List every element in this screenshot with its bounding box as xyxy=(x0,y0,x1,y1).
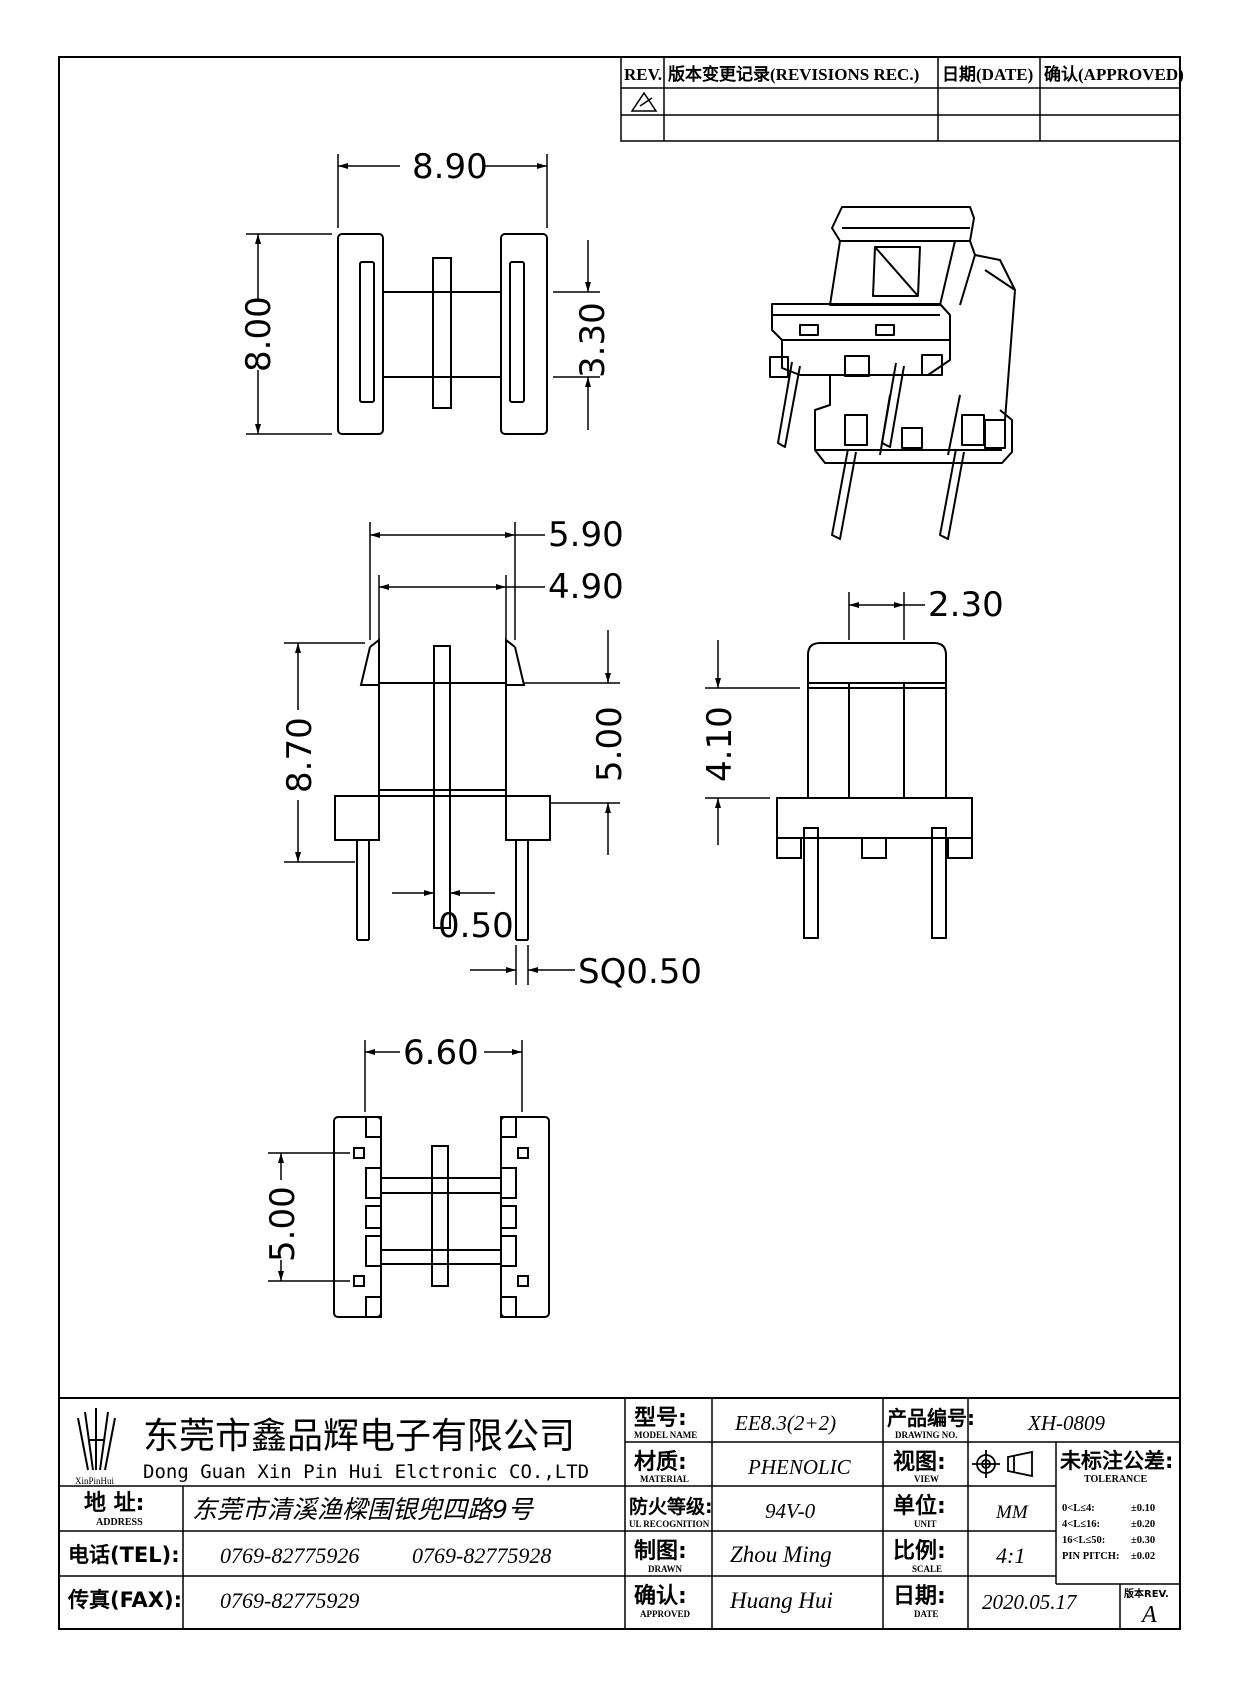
tolerance-range-4: PIN PITCH: xyxy=(1062,1551,1119,1562)
date-label: 日期: xyxy=(893,1584,946,1609)
dim-top-height: 8.00 xyxy=(239,296,279,372)
model-value: EE8.3(2+2) xyxy=(734,1411,836,1435)
scale-label: 比例: xyxy=(893,1539,946,1564)
drawing-no-label-sub: DRAWING NO. xyxy=(895,1430,958,1440)
company-name-cn: 东莞市鑫品辉电子有限公司 xyxy=(143,1416,575,1457)
revision-date-header: 日期(DATE) xyxy=(942,65,1033,84)
company-logo-text: XinPinHui xyxy=(75,1476,115,1486)
flame-label: 防火等级: xyxy=(629,1495,713,1518)
tolerance-range-2: 4<L≤16: xyxy=(1062,1519,1100,1530)
view-label-sub: VIEW xyxy=(914,1474,939,1484)
address-label: 地 址: xyxy=(84,1491,144,1516)
bottom-view xyxy=(333,1116,550,1318)
revision-triangle-icon xyxy=(630,91,658,112)
tolerance-label: 未标注公差: xyxy=(1060,1449,1173,1473)
dim-bottom-width: 6.60 xyxy=(403,1033,479,1073)
unit-label-sub: UNIT xyxy=(914,1519,937,1529)
top-view-dims xyxy=(246,154,600,435)
address-value: 东莞市清溪渔樑围银兜四路9号 xyxy=(192,1495,535,1524)
front-view-dims xyxy=(284,522,620,985)
tolerance-range-3: 16<L≤50: xyxy=(1062,1535,1105,1546)
tel-label: 电话(TEL): xyxy=(68,1543,180,1567)
dim-side-height: 4.10 xyxy=(700,706,740,782)
drawn-value: Zhou Ming xyxy=(730,1542,832,1567)
dim-side-width: 2.30 xyxy=(928,585,1004,625)
side-view-dims xyxy=(705,592,925,845)
flame-value: 94V-0 xyxy=(765,1499,816,1523)
dim-flange: 0.50 xyxy=(438,906,514,946)
tolerance-value-2: ±0.20 xyxy=(1131,1519,1155,1530)
unit-label: 单位: xyxy=(893,1493,946,1519)
material-label-sub: MATERIAL xyxy=(640,1474,689,1484)
revision-approved-header: 确认(APPROVED) xyxy=(1044,64,1184,84)
date-value: 2020.05.17 xyxy=(982,1590,1078,1614)
model-label-sub: MODEL NAME xyxy=(634,1430,697,1440)
drawing-no-value: XH-0809 xyxy=(1027,1411,1105,1435)
dim-front-inner: 4.90 xyxy=(548,567,624,607)
drawn-label: 制图: xyxy=(634,1539,687,1564)
approved-label-sub: APPROVED xyxy=(640,1609,690,1619)
tolerance-label-sub: TOLERANCE xyxy=(1084,1474,1147,1485)
fax-label: 传真(FAX): xyxy=(67,1588,182,1612)
revision-table xyxy=(620,56,1181,142)
tolerance-range-1: 0<L≤4: xyxy=(1062,1503,1095,1514)
flame-label-sub: UL RECOGNITION xyxy=(629,1519,710,1529)
dim-top-inner: 3.30 xyxy=(573,302,613,378)
side-view xyxy=(776,642,973,939)
model-label: 型号: xyxy=(634,1406,687,1431)
material-value: PHENOLIC xyxy=(747,1455,852,1479)
drawing-no-label: 产品编号: xyxy=(887,1406,975,1430)
tolerance-value-1: ±0.10 xyxy=(1131,1503,1155,1514)
rev-label: 版本REV. xyxy=(1124,1587,1169,1600)
title-block-grid xyxy=(59,1397,1180,1629)
rev-value: A xyxy=(1140,1602,1157,1628)
front-view xyxy=(334,637,551,941)
address-label-sub: ADDRESS xyxy=(96,1517,143,1528)
material-label: 材质: xyxy=(634,1450,687,1475)
dim-front-height: 8.70 xyxy=(280,717,320,793)
rev-header: REV. xyxy=(624,65,662,84)
tel-value-2: 0769-82775928 xyxy=(412,1543,551,1568)
drawn-label-sub: DRAWN xyxy=(648,1564,683,1574)
view-label: 视图: xyxy=(893,1449,946,1475)
sheet-border xyxy=(58,56,1181,1630)
dim-bottom-height: 5.00 xyxy=(263,1186,303,1262)
dim-pin: SQ0.50 xyxy=(578,952,702,992)
date-label-sub: DATE xyxy=(914,1609,938,1619)
fax-value: 0769-82775929 xyxy=(220,1588,359,1613)
scale-label-sub: SCALE xyxy=(912,1564,942,1574)
company-logo-icon xyxy=(77,1408,116,1471)
dim-top-width: 8.90 xyxy=(412,147,488,187)
dim-front-outer: 5.90 xyxy=(548,515,624,555)
top-view xyxy=(337,233,548,435)
dim-front-window: 5.00 xyxy=(590,706,630,782)
isometric-view xyxy=(769,206,1016,540)
projection-view-icon xyxy=(972,1450,1033,1478)
approved-label: 确认: xyxy=(634,1583,687,1609)
approved-value: Huang Hui xyxy=(729,1588,833,1613)
unit-value: MM xyxy=(995,1502,1029,1523)
company-name-en: Dong Guan Xin Pin Hui Elctronic CO.,LTD xyxy=(143,1461,589,1483)
tolerance-value-4: ±0.02 xyxy=(1131,1551,1155,1562)
scale-value: 4:1 xyxy=(996,1543,1025,1568)
revisions-header: 版本变更记录(REVISIONS REC.) xyxy=(668,64,919,84)
tolerance-value-3: ±0.30 xyxy=(1131,1535,1155,1546)
tel-value-1: 0769-82775926 xyxy=(220,1543,359,1568)
bottom-view-dims xyxy=(268,1040,523,1282)
